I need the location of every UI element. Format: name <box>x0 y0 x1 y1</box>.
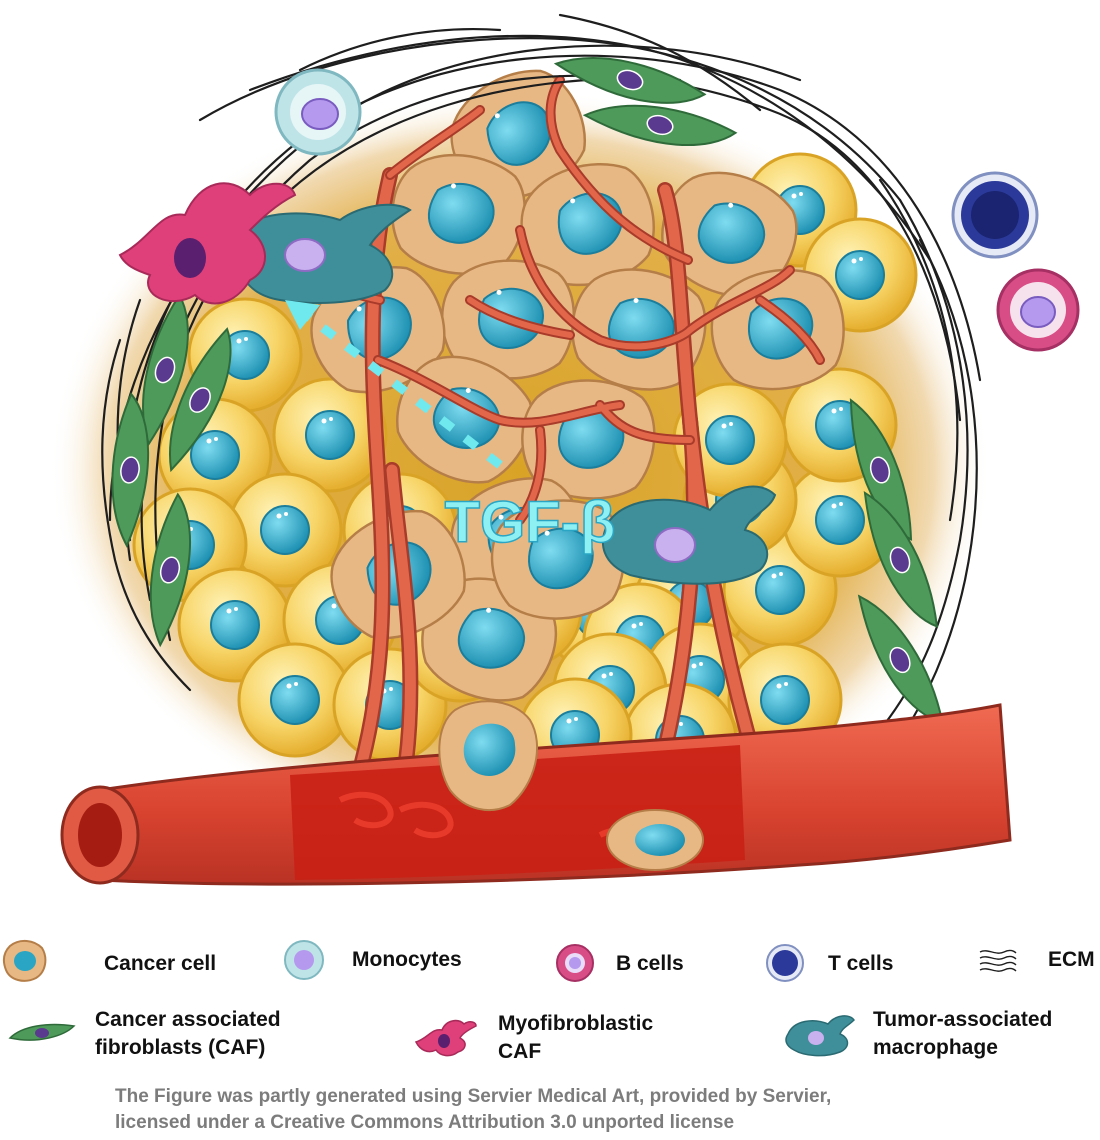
ecm-icon <box>979 949 1017 972</box>
caf-cell <box>863 491 939 628</box>
myofibroblastic-caf-icon <box>414 1019 477 1057</box>
t-cell-icon <box>766 944 804 982</box>
legend-caf-line2: fibroblasts (CAF) <box>95 1036 266 1059</box>
yellow-tumor-cell <box>237 642 353 758</box>
credit-line-1: The Figure was partly generated using Se… <box>115 1086 832 1107</box>
tgf-beta-arrow <box>285 300 503 469</box>
legend-monocytes: Monocytes <box>352 948 462 971</box>
legend-ecm: ECM <box>1048 948 1095 971</box>
yellow-tumor-cell <box>227 472 343 588</box>
caf-cell <box>582 104 738 146</box>
yellow-tumor-cell <box>272 377 388 493</box>
legend-myo-line2: CAF <box>498 1040 542 1063</box>
cancer-cell <box>521 379 656 500</box>
caf-cell <box>169 327 232 473</box>
legend-tam-line2: macrophage <box>873 1036 998 1059</box>
caf-cell <box>849 398 913 541</box>
tgf-beta-label: TGF-β <box>445 490 616 555</box>
b-cell-icon <box>556 944 594 982</box>
credit-text: The Figure was partly generated using Se… <box>115 1084 1015 1136</box>
circulating-cancer-cell <box>606 809 704 871</box>
myofibroblastic-caf <box>118 182 297 305</box>
caf-cell <box>111 392 150 548</box>
cancer-cell <box>391 153 526 276</box>
monocyte-cell <box>274 68 362 156</box>
yellow-tumor-cell <box>782 462 898 578</box>
macrophage-icon <box>785 1015 855 1057</box>
tumor-microenvironment-illustration: TGF-β <box>50 13 1080 886</box>
legend-tam-line1: Tumor-associated <box>873 1008 1053 1031</box>
intravasating-cancer-cell <box>438 700 538 811</box>
caf-cell <box>149 492 191 648</box>
legend-b-cells: B cells <box>616 952 684 975</box>
legend-t-cells: T cells <box>828 952 894 975</box>
legend-myo-line1: Myofibroblastic <box>498 1012 654 1035</box>
monocyte-icon <box>284 940 324 980</box>
macrophage-top <box>236 203 412 304</box>
b-cell <box>996 268 1080 352</box>
cancer-cell-icon <box>2 940 47 982</box>
blood-vessel <box>60 700 1012 886</box>
caf-icon <box>8 1023 76 1041</box>
credit-line-2: licensed under a Creative Commons Attrib… <box>115 1112 735 1133</box>
legend-cancer-cell: Cancer cell <box>104 952 217 975</box>
legend-caf-line1: Cancer associated <box>95 1008 281 1031</box>
caf-cells <box>111 57 944 725</box>
t-cell <box>951 171 1039 259</box>
macrophage-middle <box>601 485 777 585</box>
caf-cell <box>553 57 707 104</box>
cancer-cell <box>490 499 625 620</box>
